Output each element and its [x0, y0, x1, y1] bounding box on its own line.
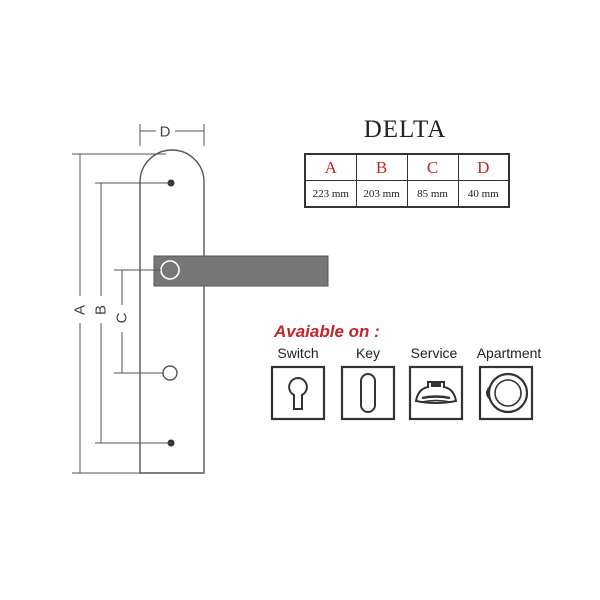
dimension-c-label: C — [114, 312, 131, 323]
euro-cylinder-icon — [270, 365, 326, 421]
dimension-value-d: 40 mm — [457, 180, 510, 208]
dimension-b-label: B — [93, 305, 110, 315]
dimension-b — [95, 182, 171, 444]
dimension-table-value-row: 223 mm 203 mm 85 mm 40 mm — [304, 180, 510, 208]
dimension-value-b: 203 mm — [355, 180, 408, 208]
option-label-service: Service — [410, 345, 458, 361]
availability-heading: Avaiable on : — [274, 322, 380, 341]
dimension-table-header-row: A B C D — [304, 153, 510, 181]
dimension-value-a: 223 mm — [304, 180, 357, 208]
dimension-table: A B C D 223 mm 203 mm 85 mm 40 mm — [304, 153, 510, 208]
backplate-outline — [139, 149, 205, 474]
round-knob-icon — [478, 365, 534, 421]
dimension-a-label: A — [72, 305, 89, 315]
dimension-header-a: A — [304, 153, 357, 181]
product-title: DELTA — [363, 116, 447, 143]
dimension-d — [139, 124, 205, 146]
dimension-header-d: D — [457, 153, 510, 181]
dimension-a — [72, 153, 166, 474]
dimension-header-b: B — [355, 153, 408, 181]
lock-hole — [162, 365, 178, 381]
dimension-header-c: C — [406, 153, 459, 181]
option-label-switch: Switch — [277, 345, 319, 361]
option-label-key: Key — [355, 345, 381, 361]
lever-bar — [153, 255, 329, 287]
dimension-d-label: D — [160, 124, 171, 141]
option-label-apartment: Apartment — [476, 345, 542, 361]
dimension-c — [114, 269, 163, 374]
thumb-turn-icon — [408, 365, 464, 421]
keyhole-icon — [340, 365, 396, 421]
dimension-value-c: 85 mm — [406, 180, 459, 208]
